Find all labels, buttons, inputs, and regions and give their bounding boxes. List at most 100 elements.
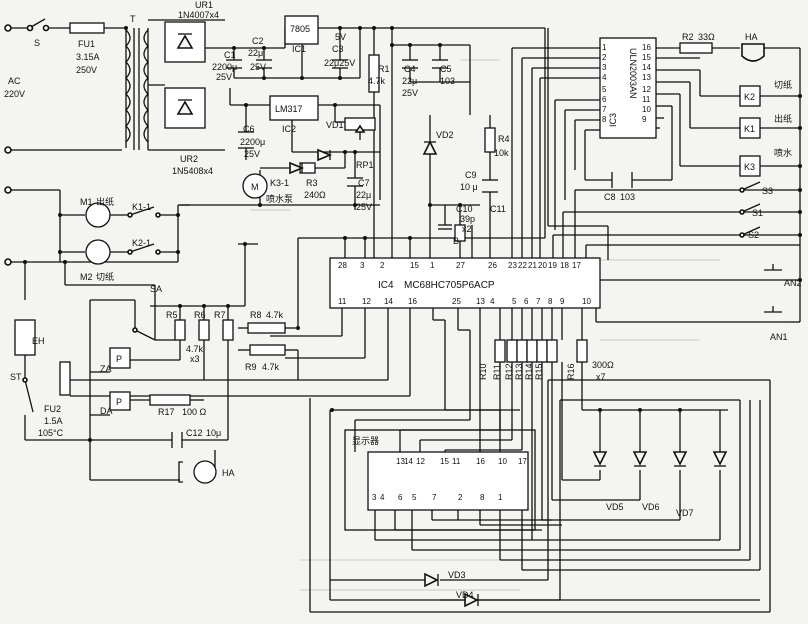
label-r4-val: 10k	[494, 148, 509, 158]
ic3-left-pin-0: 1	[602, 43, 607, 52]
label-m1: M1	[80, 197, 93, 207]
label-c1: C1	[224, 50, 236, 60]
switch-s	[26, 18, 50, 32]
relay-za	[90, 347, 131, 373]
label-ic3-part: ULN2003AN	[628, 48, 638, 99]
relay-k1	[739, 117, 761, 139]
ic4-bottom-pin-2: 14	[384, 297, 393, 306]
regulator-ic2	[269, 95, 319, 121]
label-220v: 220V	[4, 89, 25, 99]
label-c2: C2	[252, 36, 264, 46]
disp-top-pin-0: 13	[396, 457, 405, 466]
label-c2-val: 22μ	[248, 48, 263, 58]
label-an1: AN1	[770, 332, 788, 342]
ic3-right-pin-7: 9	[642, 115, 647, 124]
label-ur1: UR1	[195, 0, 213, 10]
label-ur1-part: 1N4007x4	[178, 10, 219, 20]
label-r17: R17	[158, 407, 175, 417]
label-ic4-part: MC68HC705P6ACP	[404, 280, 495, 291]
label-s3: S3	[762, 186, 773, 196]
resistor-r7	[222, 319, 234, 341]
ic3-left-pin-4: 5	[602, 85, 607, 94]
wiring	[8, 19, 801, 613]
label-r17-val: 100 Ω	[182, 407, 207, 417]
contact-k1-1	[127, 206, 161, 218]
label-c10-val: 39p	[460, 214, 475, 224]
label-r10: R10	[478, 363, 488, 380]
label-c10-mult: x2	[462, 224, 472, 234]
ic4-bottom-pin-10: 8	[548, 297, 553, 306]
ic4-top-pin-1: 3	[360, 261, 365, 270]
label-k3: K3	[744, 162, 755, 172]
label-c3-val: 22μ25V	[324, 58, 355, 68]
label-k3-fn: 喷水	[774, 147, 792, 158]
ic4-top-pin-10: 20	[538, 261, 547, 270]
ic3-left-pin-5: 6	[602, 95, 607, 104]
ic3-right-pin-4: 12	[642, 85, 651, 94]
relay-da	[90, 391, 131, 416]
label-r3-val: 240Ω	[304, 190, 326, 200]
ic3-left-pin-1: 2	[602, 53, 607, 62]
label-eh: EH	[32, 336, 45, 346]
label-ha-top: HA	[745, 32, 758, 42]
disp-bottom-pin-7: 1	[498, 493, 503, 502]
capacitor-c12	[171, 432, 183, 448]
label-p-da: P	[116, 397, 122, 407]
transformer-t	[125, 28, 149, 150]
disp-bottom-pin-5: 2	[458, 493, 463, 502]
led-vd8	[712, 451, 728, 467]
label-ic4: IC4	[378, 280, 394, 291]
switch-sa	[132, 327, 156, 341]
label-rnet-mult: x7	[596, 372, 606, 382]
label-r9-val: 4.7k	[262, 362, 280, 372]
label-k1-1: K1-1	[132, 202, 151, 212]
label-c4: C4	[404, 64, 416, 74]
diode-vd1	[317, 148, 333, 162]
disp-bottom-pin-0: 3	[372, 493, 377, 502]
label-vd1: VD1	[326, 120, 344, 130]
label-fu1: FU1	[78, 39, 95, 49]
label-5v: 5V	[335, 32, 346, 42]
label-r5: R5	[166, 310, 178, 320]
ic4-top-pin-6: 26	[488, 261, 497, 270]
label-sa: SA	[150, 284, 162, 294]
capacitor-c2	[256, 59, 272, 69]
led-vd4	[464, 592, 479, 608]
led-vd7	[672, 451, 688, 467]
pump-motor	[242, 173, 268, 199]
label-c7: C7	[358, 178, 370, 188]
ic4-bottom-pin-3: 16	[408, 297, 417, 306]
label-c6-val: 2200μ	[240, 137, 265, 147]
disp-top-pin-5: 16	[476, 457, 485, 466]
label-k3-1: K3-1	[270, 178, 289, 188]
resistor-r8	[247, 322, 286, 334]
capacitor-c7	[347, 177, 363, 187]
disp-bottom-pin-4: 7	[432, 493, 437, 502]
label-r1: R1	[378, 64, 390, 74]
disp-bottom-pin-1: 4	[380, 493, 385, 502]
label-r3: R3	[306, 178, 318, 188]
disp-top-pin-6: 10	[498, 457, 507, 466]
capacitor-c10	[438, 224, 466, 242]
label-c8-val: 103	[620, 192, 635, 202]
label-c12: C12	[186, 428, 203, 438]
resistor-r6	[198, 319, 210, 341]
ic4-top-pin-0: 28	[338, 261, 347, 270]
label-r16: R16	[566, 363, 576, 380]
ic4-top-pin-3: 15	[410, 261, 419, 270]
label-ic3: IC3	[608, 113, 618, 127]
fuse-fu1	[69, 22, 105, 34]
disp-top-pin-7: 17	[518, 457, 527, 466]
ic4-bottom-pin-7: 5	[512, 297, 517, 306]
capacitor-c5	[432, 59, 448, 69]
ic3-left-pin-6: 7	[602, 105, 607, 114]
motor-m2	[85, 239, 111, 265]
capacitor-c8	[611, 172, 633, 188]
mcu-ic4	[329, 257, 601, 309]
label-c3: C3	[332, 44, 344, 54]
label-r1-val: 4.7k	[368, 76, 386, 86]
label-r4: R4	[498, 134, 510, 144]
